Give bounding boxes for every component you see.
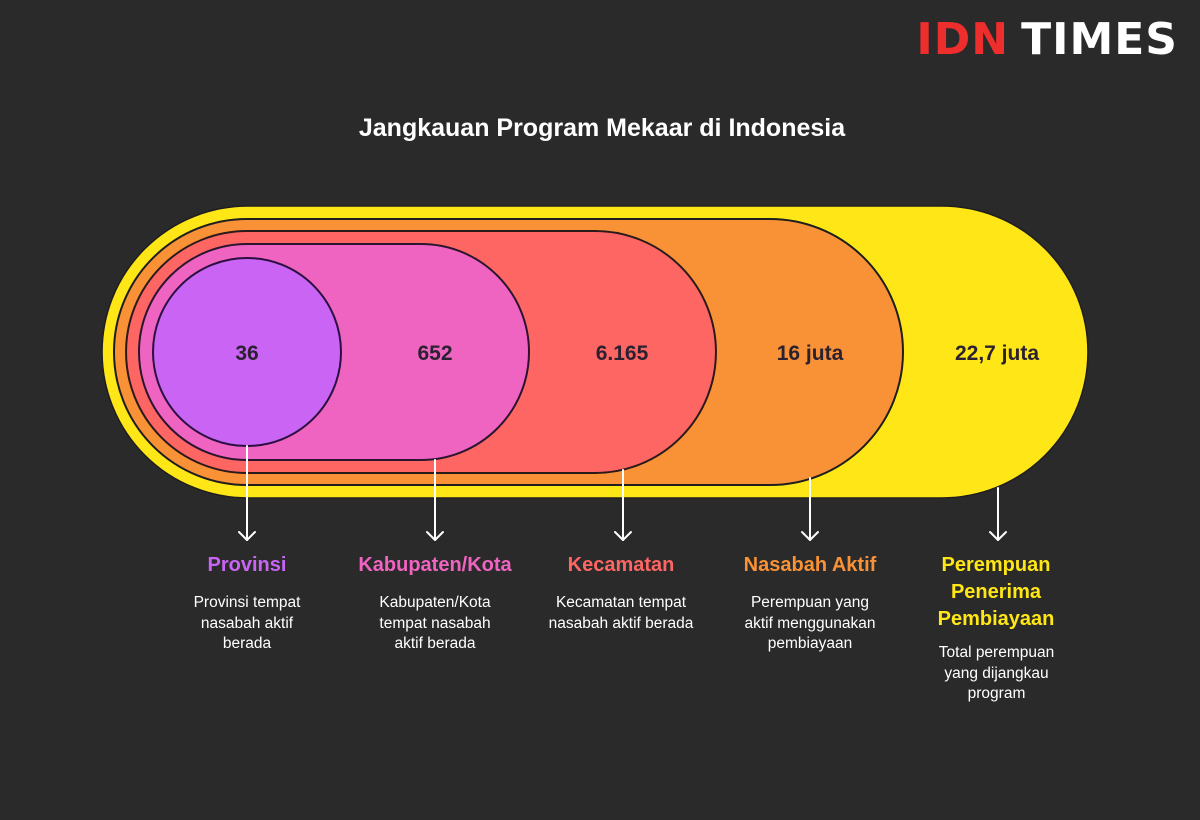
value-nasabah-aktif: 16 juta (777, 342, 844, 365)
label-heading: Kabupaten/Kota (358, 554, 512, 576)
logo-idn: IDN (916, 14, 1010, 65)
arrow-down-icon (426, 459, 444, 541)
value-kabupaten-kota: 652 (417, 342, 452, 365)
value-kecamatan: 6.165 (596, 342, 649, 365)
label-heading: Provinsi (207, 554, 287, 576)
label-description: Kecamatan tempat nasabah aktif berada (548, 594, 694, 632)
label-heading: Perempuan Penerima Pembiayaan (937, 554, 1055, 630)
label-kabupaten-kota: Kabupaten/Kota Kabupaten/Kota tempat nas… (340, 552, 530, 655)
arrow-down-icon (801, 477, 819, 541)
label-description: Perempuan yang aktif menggunakan pembiay… (744, 594, 876, 652)
label-kecamatan: Kecamatan Kecamatan tempat nasabah aktif… (526, 552, 716, 634)
label-perempuan-penerima: Perempuan Penerima Pembiayaan Total pere… (901, 552, 1091, 705)
arrow-down-icon (614, 469, 632, 541)
value-provinsi: 36 (235, 342, 258, 365)
arrow-down-icon (238, 445, 256, 541)
label-provinsi: Provinsi Provinsi tempat nasabah aktif b… (152, 552, 342, 655)
logo-times: TIMES (1021, 14, 1178, 65)
diagram-title: Jangkauan Program Mekaar di Indonesia (358, 114, 846, 142)
label-description: Kabupaten/Kota tempat nasabah aktif bera… (379, 594, 491, 652)
label-heading: Kecamatan (567, 554, 675, 576)
arrow-down-icon (989, 487, 1007, 541)
label-description: Provinsi tempat nasabah aktif berada (193, 594, 301, 652)
idn-times-logo: IDN TIMES (916, 14, 1178, 65)
value-perempuan-penerima: 22,7 juta (955, 342, 1039, 365)
label-heading: Nasabah Aktif (743, 554, 877, 576)
label-description: Total perempuan yang dijangkau program (938, 644, 1055, 702)
label-nasabah-aktif: Nasabah Aktif Perempuan yang aktif mengg… (715, 552, 905, 655)
